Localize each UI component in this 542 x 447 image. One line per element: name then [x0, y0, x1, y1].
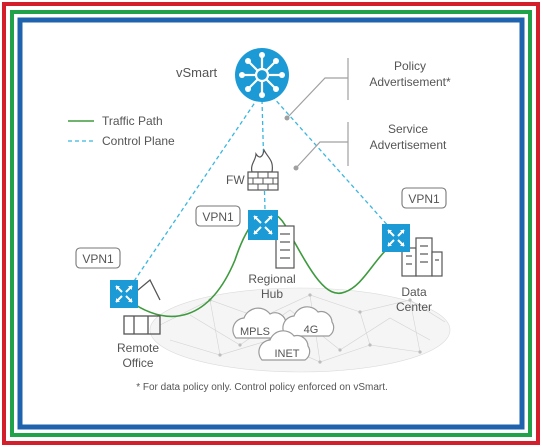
vsmart-icon — [235, 48, 289, 102]
firewall-icon — [247, 148, 279, 191]
firewall-label: FW — [226, 173, 245, 187]
frame-middle-green — [10, 10, 532, 437]
datacenter-building-icon — [401, 237, 443, 277]
mpls-label: MPLS — [240, 326, 270, 338]
remote-vpn-tag — [75, 247, 121, 269]
datacenter-router-icon — [382, 224, 410, 252]
hub-vpn-tag — [195, 205, 241, 227]
inet-label: INET — [274, 348, 299, 360]
transport-clouds — [232, 306, 335, 361]
datacenter-vpn-tag — [401, 187, 447, 209]
hub-label-line2: Hub — [261, 287, 283, 301]
legend-control-label: Control Plane — [102, 134, 175, 148]
control-link-datacenter — [271, 95, 391, 229]
hub-building-icon — [275, 225, 295, 269]
datacenter-label-line2: Center — [396, 300, 432, 314]
vsmart-label: vSmart — [176, 65, 218, 80]
footnote: * For data policy only. Control policy e… — [136, 382, 388, 393]
annotation-leaders — [284, 58, 349, 171]
traffic-path — [127, 212, 399, 318]
frame-inner-blue — [17, 17, 525, 430]
inet-cloud — [258, 330, 311, 361]
service-adv-line1: Service — [388, 122, 428, 136]
control-link-remote — [127, 97, 259, 291]
remote-label-line2: Office — [122, 356, 153, 370]
hub-router-icon — [248, 210, 278, 240]
hub-label-line1: Regional — [248, 272, 295, 286]
lte-label: 4G — [304, 324, 319, 336]
remote-router-icon — [110, 280, 138, 308]
hub-vpn-label: VPN1 — [202, 210, 234, 224]
remote-vpn-label: VPN1 — [82, 252, 114, 266]
policy-adv-line1: Policy — [394, 59, 426, 73]
datacenter-vpn-label: VPN1 — [408, 192, 440, 206]
policy-adv-line2: Advertisement* — [369, 75, 451, 89]
legend-traffic-label: Traffic Path — [102, 114, 163, 128]
control-link-hub — [261, 99, 266, 211]
remote-label-line1: Remote — [117, 341, 159, 355]
lte-cloud — [282, 306, 335, 337]
service-adv-line2: Advertisement — [370, 138, 447, 152]
datacenter-label-line1: Data — [401, 285, 427, 299]
control-plane-links — [127, 95, 391, 291]
